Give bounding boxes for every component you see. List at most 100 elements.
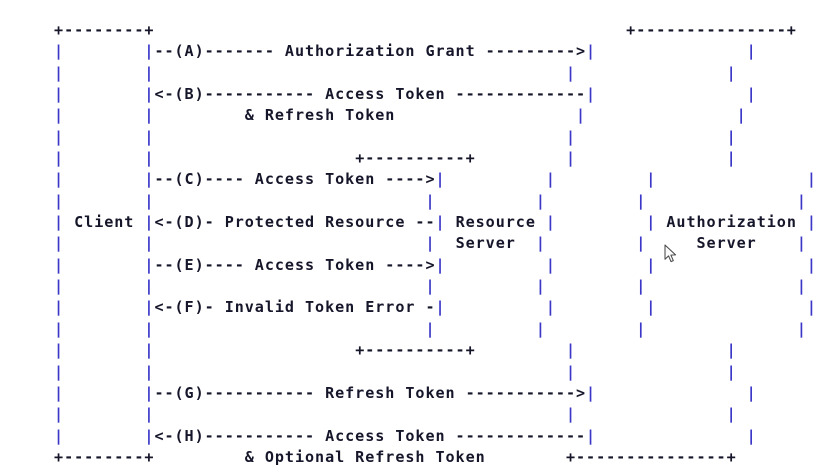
ascii-segment-label [64, 256, 144, 274]
ascii-segment-label [556, 256, 646, 274]
ascii-segment-pipe: | [44, 170, 65, 189]
ascii-line-l18: | |--(G)----------- Refresh Token ------… [44, 383, 817, 404]
ascii-segment-label: & Refresh Token [154, 106, 576, 125]
ascii-segment-pipe: | [746, 85, 757, 104]
ascii-line-l17: | | | | [44, 362, 817, 383]
ascii-line-l04: | |<-(B)----------- Access Token -------… [44, 84, 817, 105]
ascii-segment-pipe: | [736, 106, 747, 125]
ascii-segment-label [64, 341, 144, 359]
ascii-line-l10: | Client |<-(D)- Protected Resource --| … [44, 212, 817, 233]
ascii-segment-pipe: | [545, 170, 556, 189]
ascii-segment-pipe: | [425, 191, 436, 210]
ascii-segment-pipe: | [144, 298, 155, 317]
ascii-segment-pipe: | [726, 149, 737, 168]
ascii-segment-pipe: | [425, 234, 436, 253]
ascii-segment-label: Server [435, 234, 536, 253]
ascii-segment-pipe: | [144, 127, 155, 146]
ascii-line-l07: | | +----------+ | | [44, 148, 817, 169]
ascii-line-l20: | |<-(H)----------- Access Token -------… [44, 426, 817, 447]
ascii-segment-pipe: | [545, 298, 556, 317]
ascii-segment-label: Authorization [656, 213, 807, 232]
ascii-segment-pipe: | [535, 234, 546, 253]
ascii-segment-label [646, 192, 797, 210]
ascii-segment-pipe: | [746, 42, 757, 61]
ascii-line-l13: | | | | | | [44, 276, 817, 297]
ascii-segment-pipe: | [144, 85, 155, 104]
ascii-segment-pipe: | [144, 255, 155, 274]
ascii-segment-pipe: | [144, 63, 155, 82]
ascii-segment-pipe: | [44, 341, 65, 360]
ascii-segment-label [546, 192, 636, 210]
ascii-segment-label: Server [646, 234, 797, 253]
ascii-segment-pipe: | [726, 127, 737, 146]
ascii-segment-pipe: | [565, 149, 577, 168]
ascii-segment-rule: +--------+ [44, 21, 155, 39]
ascii-segment-pipe: | [44, 362, 65, 381]
ascii-line-l01: +--------+ +---------------+ [44, 20, 817, 41]
ascii-line-l11: | | | Server | | Server | [44, 233, 817, 254]
ascii-segment-pipe: | [44, 383, 65, 402]
ascii-segment-label [64, 405, 144, 423]
ascii-segment-label [64, 320, 144, 338]
ascii-segment-pipe: | [565, 405, 577, 424]
ascii-segment-pipe: | [144, 277, 155, 296]
ascii-segment-pipe: | [535, 319, 546, 338]
ascii-segment-label [154, 448, 244, 466]
ascii-segment-pipe: | [144, 170, 155, 189]
ascii-segment-pipe: | [726, 405, 737, 424]
ascii-segment-label [446, 256, 546, 274]
ascii-segment-label [576, 64, 727, 82]
ascii-segment-label: --(C)---- Access Token ----> [154, 170, 436, 189]
ascii-segment-label [154, 341, 355, 359]
ascii-segment-pipe: | [806, 298, 817, 317]
ascii-segment-label [646, 277, 797, 295]
ascii-segment-pipe: | [435, 298, 446, 317]
ascii-segment-pipe: | [586, 42, 597, 61]
ascii-segment-pipe: | [646, 255, 657, 274]
ascii-segment-pipe: | [646, 213, 657, 232]
ascii-segment-pipe: | [144, 191, 155, 210]
ascii-segment-pipe: | [144, 42, 155, 61]
ascii-segment-label [436, 320, 536, 338]
ascii-segment-pipe: | [44, 405, 65, 424]
ascii-line-l05: | | & Refresh Token | | [44, 105, 817, 126]
ascii-segment-label [596, 42, 747, 60]
ascii-segment-pipe: | [646, 298, 657, 317]
ascii-segment-pipe: | [796, 234, 807, 253]
ascii-segment-label: Resource [445, 213, 546, 232]
ascii-line-l02: | |--(A)------- Authorization Grant ----… [44, 41, 817, 62]
ascii-segment-pipe: | [435, 213, 446, 232]
ascii-segment-label [64, 170, 144, 188]
ascii-segment-pipe: | [44, 255, 65, 274]
ascii-segment-label [64, 298, 144, 316]
ascii-segment-rule: +----------+ [355, 149, 476, 168]
ascii-segment-label [64, 277, 144, 295]
ascii-segment-label [476, 149, 566, 167]
ascii-segment-pipe: | [586, 383, 597, 402]
diagram-canvas: +--------+ +---------------+ | |--(A)---… [44, 20, 817, 466]
ascii-segment-label: --(A)------- Authorization Grant -------… [154, 42, 587, 61]
ascii-segment-label [436, 192, 536, 210]
ascii-segment-pipe: | [435, 255, 446, 274]
ascii-segment-pipe: | [144, 213, 155, 232]
ascii-segment-pipe: | [144, 149, 155, 168]
ascii-line-l03: | | | | [44, 63, 817, 84]
ascii-segment-label [154, 234, 425, 252]
ascii-segment-label [64, 234, 144, 252]
ascii-line-l15: | | | | | | [44, 319, 817, 340]
ascii-segment-pipe: | [425, 319, 436, 338]
ascii-segment-pipe: | [636, 234, 647, 253]
ascii-segment-pipe: | [636, 191, 647, 210]
ascii-segment-label [154, 128, 566, 146]
ascii-segment-label [446, 170, 546, 188]
ascii-segment-label: <-(F)- Invalid Token Error - [154, 298, 436, 317]
ascii-line-l06: | | | | [44, 127, 817, 148]
ascii-segment-pipe: | [144, 106, 155, 125]
ascii-line-l12: | |--(E)---- Access Token ---->| | | | [44, 255, 817, 276]
ascii-segment-pipe: | [44, 298, 65, 317]
ascii-segment-label [64, 42, 144, 60]
ascii-segment-label [154, 149, 355, 167]
ascii-segment-pipe: | [806, 213, 817, 232]
ascii-segment-pipe: | [636, 319, 647, 338]
ascii-segment-label: <-(D)- Protected Resource -- [154, 213, 436, 232]
